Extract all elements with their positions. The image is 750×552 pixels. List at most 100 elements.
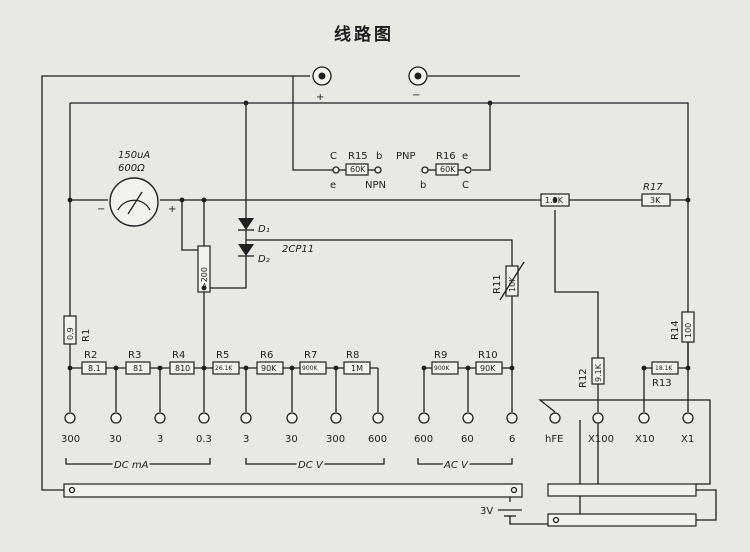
resistor-r8: 1M R8 <box>343 350 371 375</box>
diode-d2 <box>238 244 254 256</box>
r13-name: R13 <box>652 378 672 389</box>
jack-x100[interactable] <box>592 412 604 424</box>
junctions <box>67 100 691 371</box>
r12-value: 9.1K <box>594 363 603 382</box>
r10-name: R10 <box>478 350 498 361</box>
r10-value: 90K <box>480 364 496 373</box>
resistor-r17: 3K R17 <box>641 182 671 207</box>
meter-plus: + <box>168 204 176 215</box>
r9-value: 900K <box>434 365 450 372</box>
dc-ma-label: DC mA <box>114 460 149 471</box>
r8-name: R8 <box>346 350 359 361</box>
resistor-r9: 900K R9 <box>431 350 459 375</box>
r15-value: 60K <box>350 165 366 174</box>
dc-v-bracket <box>245 458 385 465</box>
jack-label: 600 <box>414 434 433 445</box>
pnp-pin-e-label: e <box>462 151 468 162</box>
r3-name: R3 <box>128 350 141 361</box>
r17-name: R17 <box>643 182 663 193</box>
r200-body <box>197 245 211 293</box>
diagram-title: 线路图 <box>334 24 394 45</box>
resistor-r14: 100 R14 <box>670 311 695 343</box>
r12-name: R12 <box>578 368 589 388</box>
bar-contact <box>68 486 76 494</box>
positive-terminal-label: + <box>316 92 324 103</box>
jack-600v-ac[interactable] <box>418 412 430 424</box>
r11-value: 10K <box>508 276 517 292</box>
jack-0-3ma[interactable] <box>198 412 210 424</box>
resistor-r4: 810 R4 <box>169 350 195 375</box>
ohm-switch-bar[interactable] <box>547 483 697 497</box>
pnp-pin-b-label: b <box>420 180 426 191</box>
jack-300v[interactable] <box>330 412 342 424</box>
r14-name: R14 <box>670 320 681 340</box>
battery-switch-bar[interactable] <box>547 513 697 527</box>
jack-300ma[interactable] <box>64 412 76 424</box>
jack-hfe[interactable] <box>549 412 561 424</box>
battery-label: 3V <box>480 506 493 517</box>
resistor-r6: 90K R6 <box>256 350 284 375</box>
r7-name: R7 <box>304 350 317 361</box>
r12-body <box>591 357 605 385</box>
jack-x1[interactable] <box>682 412 694 424</box>
r9-name: R9 <box>434 350 447 361</box>
r5-name: R5 <box>216 350 229 361</box>
r15-name: R15 <box>348 151 368 162</box>
jack-label: hFE <box>545 434 563 445</box>
r6-name: R6 <box>260 350 273 361</box>
diode-type-label: 2CP11 <box>282 244 314 255</box>
r7-value: 900K <box>302 365 318 372</box>
resistor-r11: 10K R11 <box>492 261 525 301</box>
jack-label: 30 <box>285 434 298 445</box>
r6-value: 90K <box>261 364 277 373</box>
jack-label: X100 <box>588 434 614 445</box>
r3-body <box>125 361 151 375</box>
terminals: + − <box>312 66 428 103</box>
meter-body <box>109 177 159 227</box>
resistor-r3: 81 R3 <box>125 350 151 375</box>
npn-pin-e-label: e <box>330 180 336 191</box>
diodes: D₁ D₂ 2CP11 <box>238 218 314 265</box>
resistor-r10: 90K R10 <box>475 350 503 375</box>
r9-body <box>431 361 459 375</box>
wires <box>41 75 717 521</box>
r2-name: R2 <box>84 350 97 361</box>
r14-body <box>681 311 695 343</box>
r16-value: 60K <box>440 165 456 174</box>
jack-3v[interactable] <box>240 412 252 424</box>
r1-body <box>63 315 77 345</box>
meter: 150uA 600Ω − + <box>97 150 176 227</box>
jack-30ma[interactable] <box>110 412 122 424</box>
r17-value: 3K <box>650 196 661 205</box>
jack-label: 6 <box>509 434 515 445</box>
npn-pin-c-label: C <box>330 151 337 162</box>
pnp-pin-e[interactable] <box>464 166 472 174</box>
r2-value: 8.1 <box>88 364 101 373</box>
npn-pin-b[interactable] <box>374 166 382 174</box>
pnp-socket: 60K R16 PNP e b C <box>396 151 472 191</box>
dc-v-label: DC V <box>298 460 324 471</box>
diode-d2-label: D₂ <box>258 254 270 265</box>
resistor-r12: 9.1K R12 <box>578 357 605 388</box>
pnp-pin-b[interactable] <box>421 166 429 174</box>
resistor-r13: 18.1K R13 <box>651 361 679 389</box>
r13-body <box>651 361 679 375</box>
jack-30v[interactable] <box>286 412 298 424</box>
jack-x10[interactable] <box>638 412 650 424</box>
jack-6v-ac[interactable] <box>506 412 518 424</box>
range-switch-bar[interactable] <box>63 483 523 498</box>
jack-3ma[interactable] <box>154 412 166 424</box>
pnp-pin-c-label: C <box>462 180 469 191</box>
pnp-type-label: PNP <box>396 151 416 162</box>
jacks: 300 30 3 0.3 3 30 300 600 600 60 6 hFE X… <box>61 412 694 445</box>
resistor-r1: 0.9 R1 <box>63 315 92 345</box>
jack-label: X10 <box>635 434 655 445</box>
jack-60v-ac[interactable] <box>462 412 474 424</box>
jack-600v[interactable] <box>372 412 384 424</box>
meter-current: 150uA <box>118 150 150 161</box>
npn-type-label: NPN <box>365 180 386 191</box>
resistor-200: >200 <box>197 245 211 293</box>
npn-pin-e[interactable] <box>332 166 340 174</box>
